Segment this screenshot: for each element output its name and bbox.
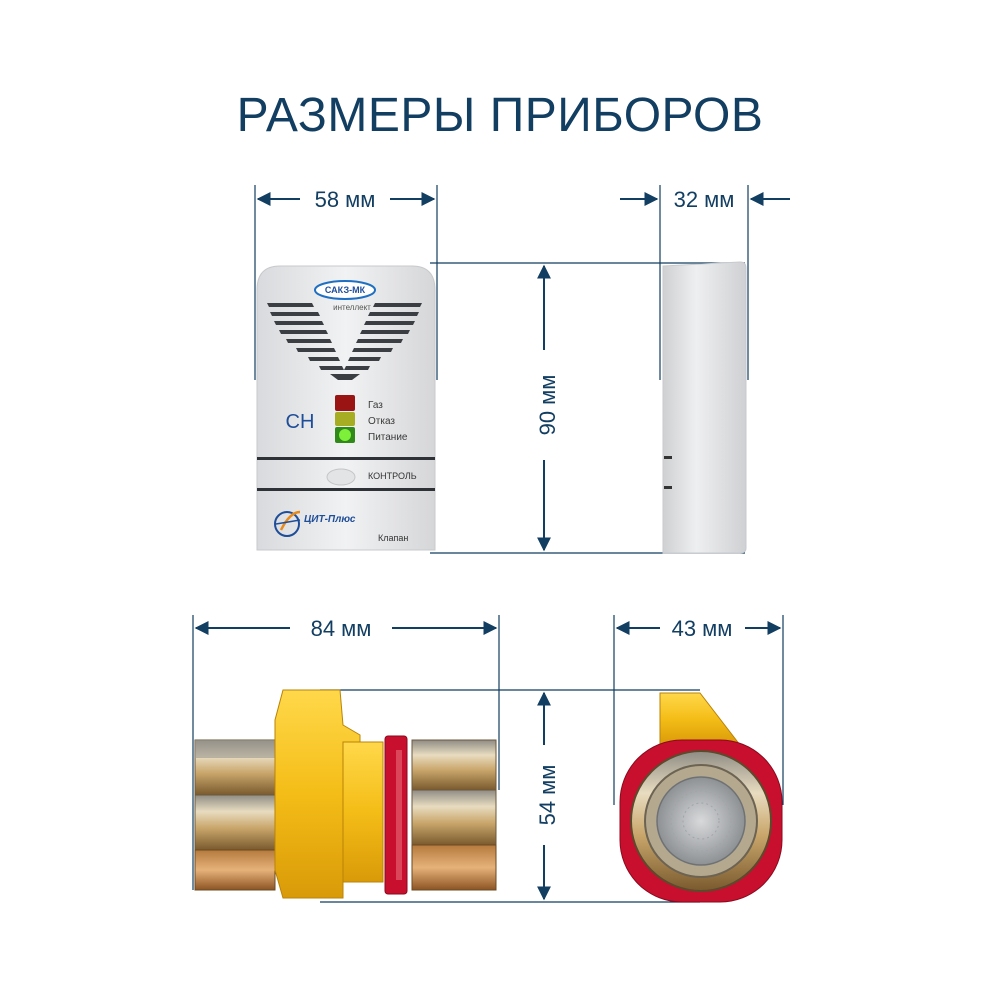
dim-label-valve-width: 43 мм <box>672 616 733 641</box>
gas-type-label: CH <box>286 411 315 433</box>
dim-detector-depth: 32 мм <box>620 185 790 380</box>
logo-oval <box>314 280 376 300</box>
logo-subtext: интеллект <box>333 303 371 312</box>
dim-label-valve-height: 54 мм <box>535 765 560 826</box>
logo-text: САКЗ-МК <box>325 285 366 295</box>
indicator-label-fault: Отказ <box>368 416 395 427</box>
speaker-grille <box>267 303 422 380</box>
control-label: КОНТРОЛЬ <box>368 471 417 481</box>
page-title: РАЗМЕРЫ ПРИБОРОВ <box>236 89 764 142</box>
gas-led <box>335 395 355 411</box>
mesh-filter <box>656 776 746 866</box>
gas-detector-side <box>662 261 747 554</box>
dim-valve-width: 43 мм <box>613 615 784 805</box>
dim-label-valve-length: 84 мм <box>311 616 372 641</box>
gas-detector-front: САКЗ-МК интеллект Газ Отказ <box>256 265 436 551</box>
test-button <box>326 468 356 486</box>
valve-end-view <box>619 692 783 903</box>
dim-label-detector-height: 90 мм <box>535 375 560 436</box>
dim-detector-width: 58 мм <box>254 185 438 380</box>
dim-detector-height: 90 мм <box>430 262 745 554</box>
dim-label-detector-width: 58 мм <box>315 187 376 212</box>
dim-valve-length: 84 мм <box>192 615 500 890</box>
brand-name: ЦИТ-Плюс <box>304 514 356 525</box>
indicator-label-gas: Газ <box>368 400 383 411</box>
dim-valve-height: 54 мм <box>320 689 700 903</box>
fault-led <box>335 412 355 426</box>
power-led-glow <box>339 429 351 441</box>
indicator-label-power: Питание <box>368 432 408 443</box>
valve-side-view <box>194 689 497 899</box>
brand-logo-icon <box>274 510 301 537</box>
dim-label-detector-depth: 32 мм <box>674 187 735 212</box>
valve-connector-label: Клапан <box>378 533 408 543</box>
